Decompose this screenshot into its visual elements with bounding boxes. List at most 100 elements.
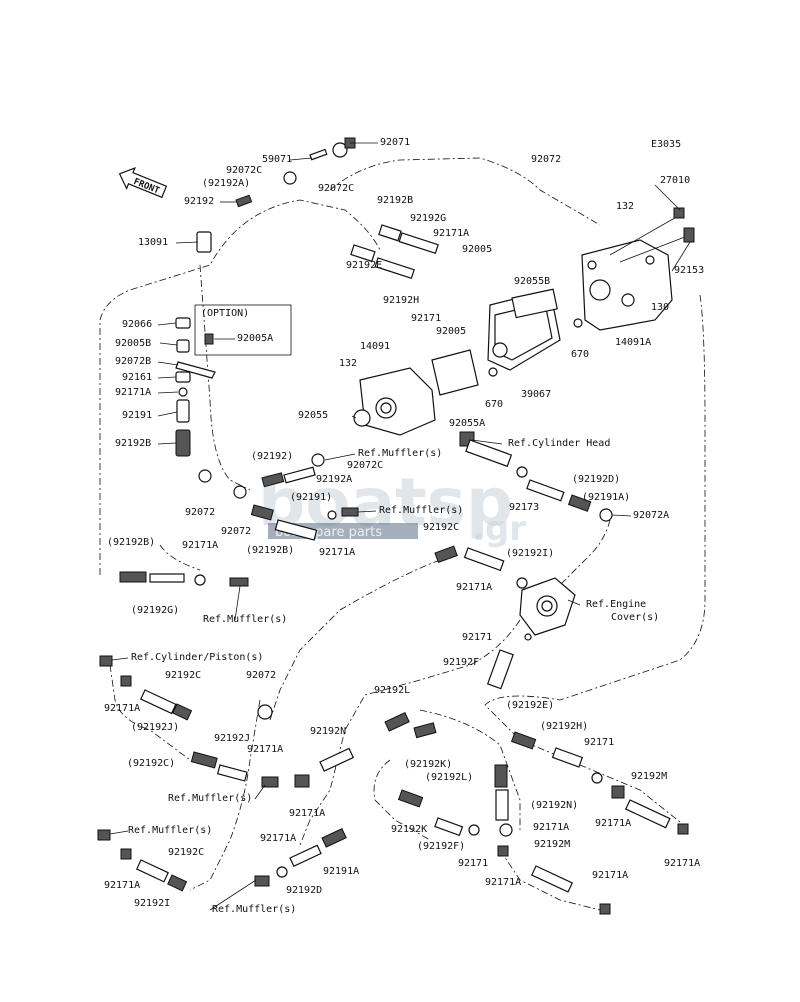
part-number-label[interactable]: 92192E xyxy=(346,260,382,271)
part-number-label[interactable]: 92072 xyxy=(246,670,276,681)
part-number-label[interactable]: 92171A xyxy=(182,540,218,551)
part-number-label[interactable]: (92192B) xyxy=(107,537,155,548)
part-number-label[interactable]: 92005B xyxy=(115,338,151,349)
part-number-label[interactable]: 92055 xyxy=(298,410,328,421)
part-number-label[interactable]: 92171A xyxy=(115,387,151,398)
part-number-label[interactable]: 27010 xyxy=(660,175,690,186)
reference-label[interactable]: Ref.Muffler(s) xyxy=(358,448,442,459)
part-number-label[interactable]: 92171A xyxy=(433,228,469,239)
part-number-label[interactable]: 14091 xyxy=(360,341,390,352)
hoses-middle[interactable] xyxy=(119,453,359,587)
hoses-lower-left[interactable] xyxy=(97,655,310,892)
part-number-label[interactable]: 670 xyxy=(571,349,589,360)
part-number-label[interactable]: 59071 xyxy=(262,154,292,165)
part-number-label[interactable]: 92005 xyxy=(436,326,466,337)
part-number-label[interactable]: 92171A xyxy=(592,870,628,881)
part-number-label[interactable]: (92192D) xyxy=(572,474,620,485)
part-number-label[interactable]: 92192K xyxy=(391,824,427,835)
part-number-label[interactable]: (92192B) xyxy=(246,545,294,556)
reference-label[interactable]: Ref.Muffler(s) xyxy=(203,614,287,625)
part-number-label[interactable]: (92191A) xyxy=(582,492,630,503)
part-number-label[interactable]: 92171A xyxy=(289,808,325,819)
part-number-label[interactable]: 92192J xyxy=(214,733,250,744)
part-number-label[interactable]: 92192 xyxy=(184,196,214,207)
part-number-label[interactable]: (92192J) xyxy=(131,722,179,733)
part-number-label[interactable]: 92072C xyxy=(347,460,383,471)
part-number-label[interactable]: (92192K) xyxy=(404,759,452,770)
hoses-upper[interactable] xyxy=(196,137,439,280)
reference-label[interactable]: Ref.Muffler(s) xyxy=(128,825,212,836)
part-number-label[interactable]: 92192G xyxy=(410,213,446,224)
part-number-label[interactable]: (92192C) xyxy=(127,758,175,769)
reference-label[interactable]: Ref.Engine xyxy=(586,599,646,610)
part-number-label[interactable]: 92171A xyxy=(533,822,569,833)
part-number-label[interactable]: 92005 xyxy=(462,244,492,255)
o-ring-670-a[interactable] xyxy=(573,318,583,328)
cover-14091[interactable] xyxy=(359,367,436,436)
reference-label[interactable]: Ref.Cylinder Head xyxy=(508,438,610,449)
part-number-label[interactable]: 92072 xyxy=(531,154,561,165)
part-number-label[interactable]: 92055B xyxy=(514,276,550,287)
engine-cover-fitting[interactable] xyxy=(486,577,576,690)
part-number-label[interactable]: 92191A xyxy=(323,866,359,877)
part-number-label[interactable]: 92192D xyxy=(286,885,322,896)
part-number-label[interactable]: 92192M xyxy=(631,771,667,782)
part-number-label[interactable]: 92072A xyxy=(633,510,669,521)
part-number-label[interactable]: 92173 xyxy=(509,502,539,513)
part-number-label[interactable]: 92055A xyxy=(449,418,485,429)
option-parts[interactable] xyxy=(175,317,216,457)
part-number-label[interactable]: 92192L xyxy=(374,685,410,696)
o-ring-670-b[interactable] xyxy=(488,367,498,377)
part-number-label[interactable]: 92161 xyxy=(122,372,152,383)
fitting-92153[interactable] xyxy=(683,227,695,243)
reference-label[interactable]: Ref.Muffler(s) xyxy=(212,904,296,915)
part-number-label[interactable]: 92192A xyxy=(316,474,352,485)
bolt-27010[interactable] xyxy=(673,207,685,219)
part-number-label[interactable]: 132 xyxy=(339,358,357,369)
part-number-label[interactable]: 92072 xyxy=(221,526,251,537)
part-number-label[interactable]: 92171A xyxy=(104,880,140,891)
part-number-label[interactable]: 92192C xyxy=(168,847,204,858)
part-number-label[interactable]: 92192C xyxy=(165,670,201,681)
part-number-label[interactable]: 14091A xyxy=(615,337,651,348)
part-number-label[interactable]: 92005A xyxy=(237,333,273,344)
reference-label[interactable]: Ref.Cylinder/Piston(s) xyxy=(131,652,263,663)
part-number-label[interactable]: 92171A xyxy=(456,582,492,593)
part-number-label[interactable]: 92071 xyxy=(380,137,410,148)
part-number-label[interactable]: (92192N) xyxy=(530,800,578,811)
part-number-label[interactable]: 92192F xyxy=(443,657,479,668)
part-number-label[interactable]: (92191) xyxy=(290,492,332,503)
part-number-label[interactable]: (92192) xyxy=(251,451,293,462)
part-number-label[interactable]: 92072B xyxy=(115,356,151,367)
part-number-label[interactable]: 92171 xyxy=(462,632,492,643)
part-number-label[interactable]: 92192I xyxy=(134,898,170,909)
part-number-label[interactable]: 132 xyxy=(616,201,634,212)
part-number-label[interactable]: 92171A xyxy=(664,858,700,869)
part-number-label[interactable]: (92192E) xyxy=(506,700,554,711)
part-number-label[interactable]: 92171A xyxy=(104,703,140,714)
part-number-label[interactable]: 92171A xyxy=(260,833,296,844)
cover-plate-14091a[interactable] xyxy=(581,214,691,331)
gasket-92055a[interactable] xyxy=(431,349,479,396)
part-number-label[interactable]: 92171A xyxy=(595,818,631,829)
o-ring-92055[interactable] xyxy=(353,409,371,427)
part-number-label[interactable]: 92066 xyxy=(122,319,152,330)
part-number-label[interactable]: E3035 xyxy=(651,139,681,150)
hoses-lower-center[interactable] xyxy=(289,712,513,867)
part-number-label[interactable]: 92072C xyxy=(318,183,354,194)
hoses-lower-right[interactable] xyxy=(510,731,689,915)
part-number-label[interactable]: 92171A xyxy=(319,547,355,558)
part-number-label[interactable]: 92192B xyxy=(115,438,151,449)
part-number-label[interactable]: 92171A xyxy=(485,877,521,888)
part-number-label[interactable]: 92191 xyxy=(122,410,152,421)
part-number-label[interactable]: 92192H xyxy=(383,295,419,306)
part-number-label[interactable]: 92192N xyxy=(310,726,346,737)
part-number-label[interactable]: (92192L) xyxy=(425,772,473,783)
part-number-label[interactable]: 92192B xyxy=(377,195,413,206)
part-number-label[interactable]: 92171 xyxy=(458,858,488,869)
part-number-label[interactable]: 92072C xyxy=(226,165,262,176)
hoses-right[interactable] xyxy=(434,431,613,589)
part-number-label[interactable]: 92171 xyxy=(411,313,441,324)
part-number-label[interactable]: 39067 xyxy=(521,389,551,400)
part-number-label[interactable]: (92192G) xyxy=(131,605,179,616)
